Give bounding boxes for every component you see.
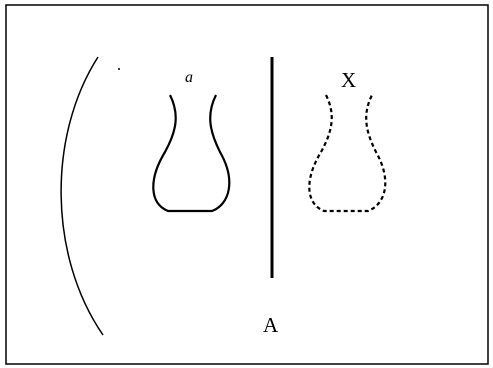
image-vase: [308, 94, 387, 213]
object-vase: [152, 94, 231, 213]
frame-border: [5, 4, 489, 365]
object-label: a: [185, 69, 193, 86]
small-dot: [118, 68, 120, 70]
curved-arc: [60, 56, 104, 336]
mirror-label: A: [263, 313, 279, 337]
image-label: X: [341, 68, 357, 92]
